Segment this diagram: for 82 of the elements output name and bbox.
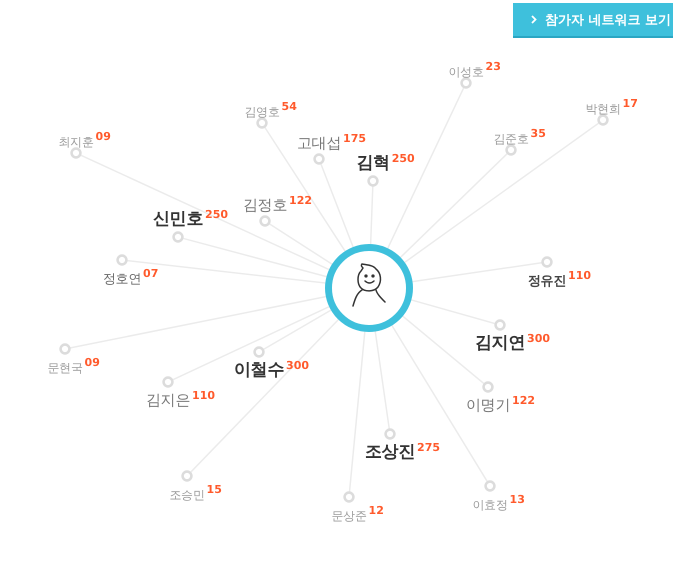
ring-marker bbox=[181, 470, 193, 482]
count-value: 13 bbox=[510, 494, 525, 504]
count-value: 250 bbox=[205, 208, 228, 220]
person-name: 김준호 bbox=[493, 132, 529, 146]
person-name: 이성호 bbox=[448, 64, 484, 78]
connector-line bbox=[320, 164, 354, 248]
ring-marker bbox=[70, 147, 82, 159]
count-value: 275 bbox=[417, 442, 440, 452]
connector-line bbox=[400, 153, 508, 258]
count-value: 23 bbox=[486, 60, 501, 72]
person-name: 최지훈 bbox=[58, 134, 94, 148]
count-value: 09 bbox=[84, 356, 100, 368]
person-name: 고대섭 bbox=[296, 134, 342, 152]
person-name: 김영호 bbox=[244, 104, 280, 118]
connector-line bbox=[70, 296, 326, 349]
person-name: 이철수 bbox=[234, 360, 284, 380]
person-name: 조상진 bbox=[364, 442, 416, 462]
count-value: 300 bbox=[286, 360, 310, 370]
count-value: 15 bbox=[206, 484, 222, 494]
ring-marker bbox=[172, 231, 184, 243]
connector-line bbox=[387, 88, 464, 249]
connector-line bbox=[172, 306, 330, 380]
person-name: 문상준 bbox=[331, 508, 367, 522]
person-name: 이명기 bbox=[466, 396, 510, 414]
count-value: 175 bbox=[343, 132, 366, 144]
person-name: 문현국 bbox=[47, 360, 83, 374]
ring-marker bbox=[313, 153, 325, 165]
ring-marker bbox=[256, 117, 268, 129]
count-value: 110 bbox=[568, 270, 592, 280]
connector-line bbox=[370, 186, 374, 244]
person-name: 김정호 bbox=[242, 196, 288, 214]
person-name: 신민호 bbox=[152, 208, 204, 228]
ring-marker bbox=[541, 256, 553, 268]
count-value: 17 bbox=[622, 98, 638, 108]
count-value: 110 bbox=[192, 390, 216, 400]
connector-line bbox=[404, 122, 599, 263]
ring-marker bbox=[116, 254, 128, 266]
connector-line bbox=[402, 316, 484, 384]
person-name: 정호연 bbox=[102, 272, 142, 288]
count-value: 09 bbox=[96, 130, 111, 142]
person-name: 박현희 bbox=[585, 102, 621, 116]
person-name: 김혁 bbox=[356, 152, 390, 172]
connector-line bbox=[127, 260, 326, 284]
connector-line bbox=[412, 262, 542, 282]
ring-marker bbox=[460, 77, 472, 89]
connector-line bbox=[263, 309, 332, 350]
ring-marker bbox=[494, 319, 506, 331]
person-name: 이효정 bbox=[472, 498, 508, 512]
count-value: 250 bbox=[392, 152, 415, 164]
count-value: 122 bbox=[512, 394, 536, 406]
connector-line bbox=[190, 319, 339, 473]
person-name: 정유진 bbox=[528, 274, 566, 290]
connector-line bbox=[391, 325, 488, 482]
person-name: 김지은 bbox=[146, 390, 190, 408]
ring-marker bbox=[59, 343, 71, 355]
connector-line bbox=[269, 223, 332, 265]
connector-line bbox=[264, 127, 346, 252]
person-name: 김지연 bbox=[474, 332, 526, 352]
count-value: 07 bbox=[143, 268, 158, 278]
ring-marker bbox=[343, 491, 355, 503]
ring-marker bbox=[367, 175, 379, 187]
network-view-button: 참가자 네트워크 보기 bbox=[513, 3, 673, 38]
ring-marker bbox=[505, 144, 517, 156]
connector-line bbox=[183, 238, 327, 278]
connector-line bbox=[374, 331, 390, 429]
person-name: 조승민 bbox=[169, 488, 205, 502]
ring-marker bbox=[482, 381, 494, 393]
ring-marker bbox=[484, 480, 496, 492]
count-value: 35 bbox=[530, 128, 546, 138]
ring-marker bbox=[384, 428, 396, 440]
count-value: 54 bbox=[282, 100, 297, 112]
count-value: 122 bbox=[289, 194, 312, 206]
ring-marker bbox=[597, 114, 609, 126]
count-value: 300 bbox=[527, 332, 550, 344]
connector-line bbox=[80, 154, 330, 270]
connector-line bbox=[348, 332, 366, 492]
ring-marker bbox=[253, 346, 265, 358]
connector-line bbox=[411, 299, 495, 324]
ring-marker bbox=[259, 215, 271, 227]
count-value: 12 bbox=[368, 504, 384, 516]
person-avatar bbox=[325, 244, 413, 332]
ring-marker bbox=[162, 376, 174, 388]
